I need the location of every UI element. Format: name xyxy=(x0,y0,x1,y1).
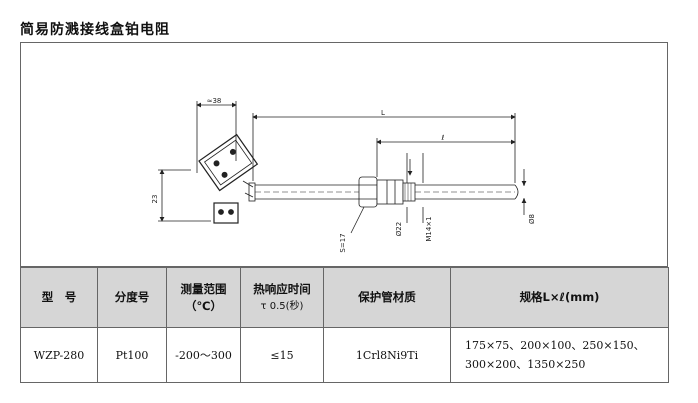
dim-m14-label: M14×1 xyxy=(425,216,433,241)
dim-s17-label: S=17 xyxy=(339,233,347,252)
cell-spec-line2: 300×200、1350×250 xyxy=(465,358,586,371)
header-grade: 分度号 xyxy=(97,267,167,328)
cell-material: 1Crl8Ni9Ti xyxy=(323,327,451,383)
table-header-row: 型 号 分度号 测量范围 （℃） 热响应时间 τ 0.5(秒) 保护管材质 规格… xyxy=(20,267,669,328)
cell-grade: Pt100 xyxy=(97,327,167,383)
header-range: 测量范围 （℃） xyxy=(166,267,241,328)
table-row: WZP-280 Pt100 -200～300 ≤15 1Crl8Ni9Ti 17… xyxy=(20,327,669,383)
header-spec: 规格L×ℓ(mm) xyxy=(450,267,669,328)
header-material: 保护管材质 xyxy=(323,267,451,328)
drawing-frame: ≈38 L ℓ 23 S=17 Ø22 M14×1 Ø8 xyxy=(20,42,668,267)
dim-d22-label: Ø22 xyxy=(395,222,403,236)
dim-l-label: ℓ xyxy=(441,134,445,142)
header-time-line2: τ 0.5(秒) xyxy=(260,300,304,312)
header-range-line1: 测量范围 xyxy=(180,281,227,296)
dim-d8-label: Ø8 xyxy=(528,214,536,224)
cell-spec: 175×75、200×100、250×150、 300×200、1350×250 xyxy=(450,327,669,383)
spec-table: 型 号 分度号 测量范围 （℃） 热响应时间 τ 0.5(秒) 保护管材质 规格… xyxy=(20,267,669,383)
dim-23-label: 23 xyxy=(151,195,159,204)
cell-model: WZP-280 xyxy=(20,327,98,383)
cell-spec-line1: 175×75、200×100、250×150、 xyxy=(465,339,645,352)
header-model: 型 号 xyxy=(20,267,98,328)
cell-time: ≤15 xyxy=(240,327,324,383)
header-time-line1: 热响应时间 xyxy=(253,281,311,296)
header-range-line2: （℃） xyxy=(185,298,222,313)
junction-box xyxy=(198,133,259,192)
page-title: 简易防溅接线盒铂电阻 xyxy=(20,22,170,38)
dim-38-label: ≈38 xyxy=(207,97,222,105)
cell-range: -200～300 xyxy=(166,327,241,383)
header-response-time: 热响应时间 τ 0.5(秒) xyxy=(240,267,324,328)
dim-L-label: L xyxy=(381,109,385,117)
technical-drawing: ≈38 L ℓ 23 S=17 Ø22 M14×1 Ø8 xyxy=(151,97,536,253)
